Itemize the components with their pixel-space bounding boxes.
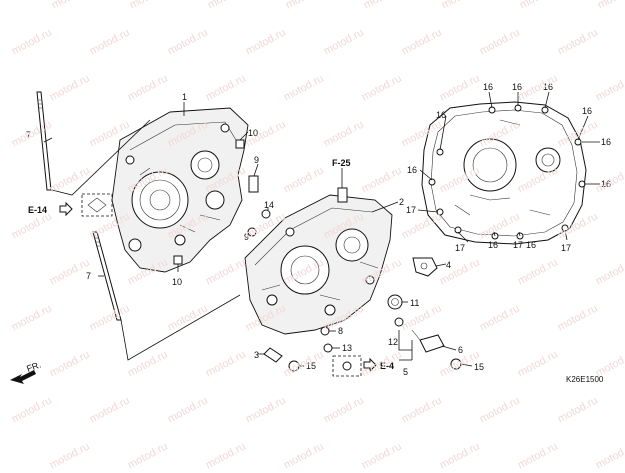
- e14-reference-box: [81, 193, 113, 217]
- oil-seal-11: [387, 294, 403, 310]
- callout-16-g: 16: [407, 165, 417, 175]
- callout-17-a: 17: [455, 243, 465, 253]
- leader-lines: [43, 91, 600, 367]
- ref-e14[interactable]: E-14: [28, 205, 47, 215]
- callout-1: 1: [182, 92, 187, 102]
- bolt-8: [320, 326, 330, 336]
- callout-16-j: 16: [526, 240, 536, 250]
- callout-9-upper: 9: [254, 155, 259, 165]
- e4-arrow-icon: [363, 357, 377, 373]
- callout-5: 5: [403, 367, 408, 377]
- callout-11: 11: [410, 298, 419, 308]
- dowel-pin-10-upper: [235, 139, 245, 149]
- callout-2: 2: [399, 197, 404, 207]
- front-label: FR.: [25, 360, 42, 374]
- bolt-15-right: [450, 358, 462, 370]
- callout-13: 13: [342, 343, 352, 353]
- dowel-pin-10-lower: [173, 255, 183, 265]
- callout-15-left: 15: [306, 361, 316, 371]
- callout-7-lower: 7: [86, 271, 91, 281]
- callout-16-h: 16: [601, 179, 611, 189]
- front-arrow-icon: [10, 370, 36, 384]
- bracket-9-upper: [248, 175, 259, 193]
- clamp-3: [263, 347, 283, 363]
- callout-12: 12: [388, 337, 398, 347]
- callout-6: 6: [458, 345, 463, 355]
- bracket-4: [412, 257, 438, 277]
- callout-16-i: 16: [488, 240, 498, 250]
- e14-arrow-icon: [59, 201, 73, 217]
- callout-3: 3: [254, 350, 259, 360]
- stud-bolt-upper: [36, 91, 52, 191]
- callout-8: 8: [338, 326, 343, 336]
- ref-f25[interactable]: F-25: [332, 158, 351, 168]
- callout-10-lower: 10: [172, 277, 182, 287]
- e4-reference-box: [332, 355, 362, 377]
- callout-16-c: 16: [512, 82, 522, 92]
- neutral-switch-6: [411, 329, 445, 353]
- stud-bolt-lower: [92, 231, 122, 321]
- crankcase-face-view: [421, 101, 587, 245]
- ref-e4[interactable]: E-4: [380, 361, 394, 371]
- callout-17-c: 17: [513, 240, 523, 250]
- bolt-15-left: [288, 360, 300, 372]
- right-crankcase: [244, 187, 393, 335]
- callout-16-f: 16: [601, 137, 611, 147]
- callout-16-d: 16: [543, 82, 553, 92]
- ring-9-lower: [247, 227, 257, 237]
- washer-12: [394, 317, 404, 327]
- nut-13: [323, 343, 333, 353]
- callout-14: 14: [264, 200, 274, 210]
- callout-4: 4: [446, 260, 451, 270]
- callout-9-lower: 9: [244, 232, 249, 242]
- diagram-code: K26E1500: [566, 375, 604, 384]
- bolt-e4: [342, 361, 352, 371]
- left-crankcase: [111, 107, 249, 273]
- callout-17-b: 17: [406, 205, 416, 215]
- e14-hatch: [87, 197, 107, 213]
- callout-7-upper: 7: [26, 130, 31, 140]
- bolt-14: [261, 209, 271, 219]
- callout-10-upper: 10: [248, 128, 258, 138]
- callout-16-a: 16: [436, 110, 446, 120]
- callout-16-b: 16: [483, 82, 493, 92]
- callout-15-right: 15: [474, 362, 484, 372]
- callout-16-e: 16: [582, 106, 592, 116]
- callout-17-d: 17: [561, 243, 571, 253]
